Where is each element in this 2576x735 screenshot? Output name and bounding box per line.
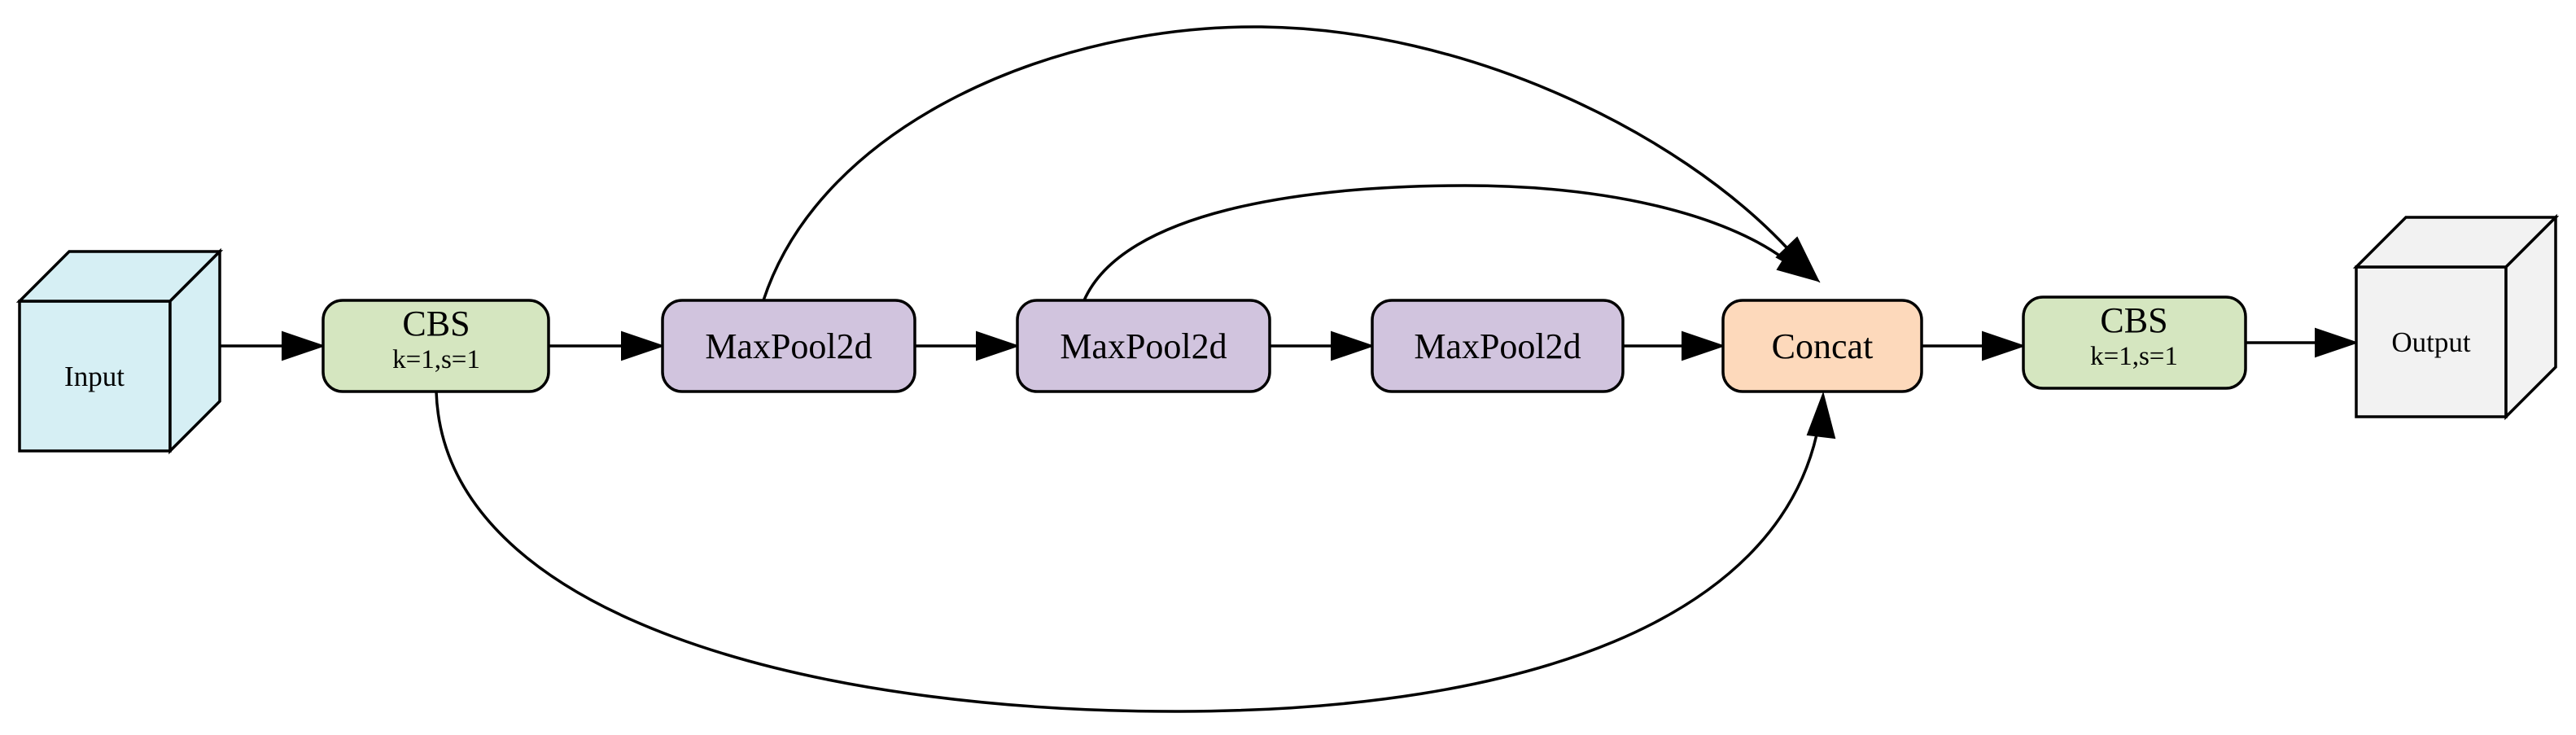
edge-maxpool2-to-concat xyxy=(1082,184,1821,301)
edge-maxpool1-to-maxpool2 xyxy=(915,330,1021,361)
maxpool-node-1: MaxPool2d xyxy=(661,299,916,393)
maxpool-3-label: MaxPool2d xyxy=(1414,326,1581,366)
input-cube-side xyxy=(168,247,221,455)
edge-cbs1-to-maxpool1 xyxy=(549,330,666,361)
edge-maxpool1-to-concat xyxy=(762,25,1821,301)
input-label: Input xyxy=(64,361,125,392)
maxpool-node-3: MaxPool2d xyxy=(1371,299,1625,393)
output-cube-front xyxy=(2355,265,2508,418)
edge-maxpool3-to-concat xyxy=(1623,330,1726,361)
maxpool-node-2: MaxPool2d xyxy=(1016,299,1271,393)
edge-cbs2-to-output xyxy=(2246,327,2360,358)
output-cube-side xyxy=(2504,213,2557,421)
output-label: Output xyxy=(2391,326,2471,358)
edges xyxy=(192,25,2360,713)
cbs-2-params: k=1,s=1 xyxy=(2090,342,2178,371)
cbs-1-label: CBS xyxy=(402,304,470,343)
cbs-2-label: CBS xyxy=(2100,300,2167,340)
edge-maxpool2-to-maxpool3 xyxy=(1270,330,1375,361)
concat-node: Concat xyxy=(1721,299,1923,393)
cbs-node-1: CBS k=1,s=1 xyxy=(321,299,550,393)
maxpool-2-label: MaxPool2d xyxy=(1060,326,1227,366)
concat-label: Concat xyxy=(1772,326,1874,366)
cbs-node-2: CBS k=1,s=1 xyxy=(2022,295,2247,390)
edge-concat-to-cbs2 xyxy=(1922,330,2027,361)
edge-cbs1-to-concat xyxy=(435,391,1836,713)
output-node: Output xyxy=(2352,213,2560,421)
input-node: Input xyxy=(15,247,224,455)
maxpool-1-label: MaxPool2d xyxy=(705,326,872,366)
cbs-1-params: k=1,s=1 xyxy=(392,345,480,374)
input-cube-front xyxy=(18,300,172,453)
